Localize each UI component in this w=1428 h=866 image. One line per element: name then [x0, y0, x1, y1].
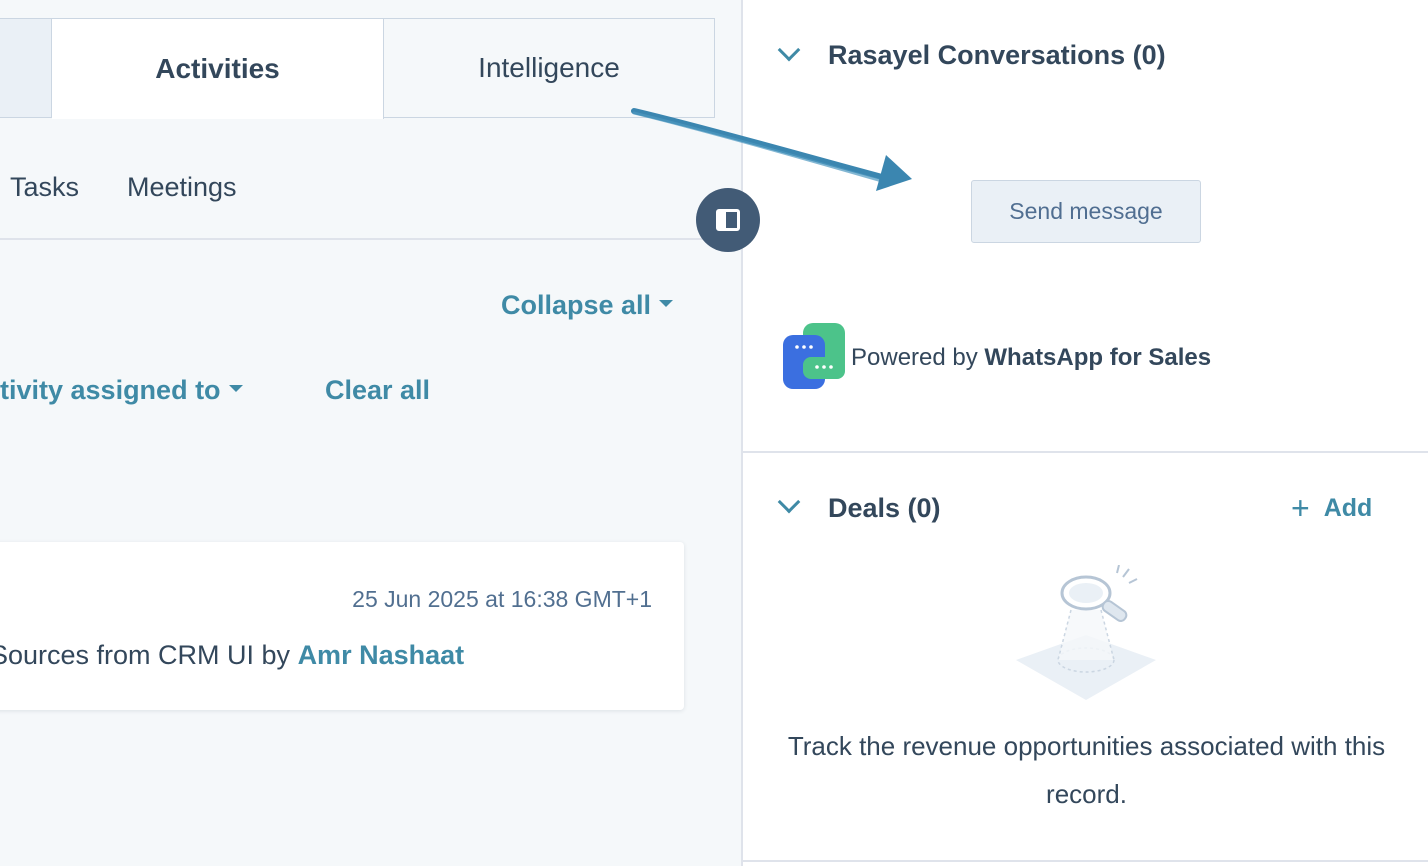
collapse-all-dropdown[interactable]: Collapse all	[501, 290, 674, 321]
powered-by-text: Powered by WhatsApp for Sales	[851, 344, 1211, 372]
activity-card[interactable]: 25 Jun 2025 at 16:38 GMT+1 Sources from …	[0, 542, 684, 710]
tab-intelligence-label: Intelligence	[478, 52, 620, 83]
clear-all-link[interactable]: Clear all	[325, 375, 431, 405]
activity-timestamp: 25 Jun 2025 at 16:38 GMT+1	[352, 586, 652, 612]
caret-down-icon	[228, 385, 243, 393]
send-message-button[interactable]: Send message	[971, 180, 1201, 243]
tabbar-border	[0, 117, 52, 118]
activity-panel: Activities Intelligence Tasks Meetings C…	[0, 18, 741, 710]
subtab-divider	[0, 238, 741, 240]
tab-intelligence[interactable]: Intelligence	[384, 18, 715, 118]
tab-activities[interactable]: Activities	[52, 18, 384, 119]
subtab-tasks[interactable]: Tasks	[10, 172, 80, 202]
sidebar-toggle-icon	[716, 209, 740, 231]
activity-description: Sources from CRM UI by Amr Nashaat	[0, 640, 464, 671]
powered-by-brand: WhatsApp for Sales	[984, 344, 1212, 371]
hand-drawn-arrow	[631, 108, 912, 191]
tab-activities-label: Activities	[155, 53, 280, 84]
sidebar-toggle-button[interactable]	[696, 188, 760, 252]
collapse-all-label: Collapse all	[501, 290, 652, 320]
chevron-down-icon[interactable]	[777, 38, 801, 62]
subtab-meetings[interactable]: Meetings	[127, 172, 237, 202]
magnifier-illustration	[1016, 565, 1156, 700]
activity-text: Sources from CRM UI by	[0, 640, 298, 670]
add-deal-button[interactable]: + Add	[1291, 492, 1372, 524]
activity-assigned-to-label: tivity assigned to	[0, 375, 221, 405]
plus-icon: +	[1291, 490, 1310, 526]
caret-down-icon	[659, 300, 674, 308]
sidebar-panel: Rasayel Conversations (0) Send message P…	[741, 0, 1428, 866]
section-divider	[743, 860, 1428, 862]
whatsapp-for-sales-logo	[783, 323, 845, 389]
deals-empty-text: Track the revenue opportunities associat…	[787, 731, 1386, 809]
activity-author-link[interactable]: Amr Nashaat	[297, 640, 465, 670]
rasayel-section-title[interactable]: Rasayel Conversations (0)	[828, 40, 1166, 70]
section-divider	[743, 451, 1428, 453]
add-deal-label: Add	[1323, 493, 1373, 522]
activity-assigned-to-filter[interactable]: tivity assigned to	[0, 375, 243, 406]
chevron-down-icon[interactable]	[777, 490, 801, 514]
deals-section-title[interactable]: Deals (0)	[828, 493, 941, 523]
powered-by-label: Powered by	[851, 344, 985, 371]
tab-previous[interactable]	[0, 18, 52, 118]
